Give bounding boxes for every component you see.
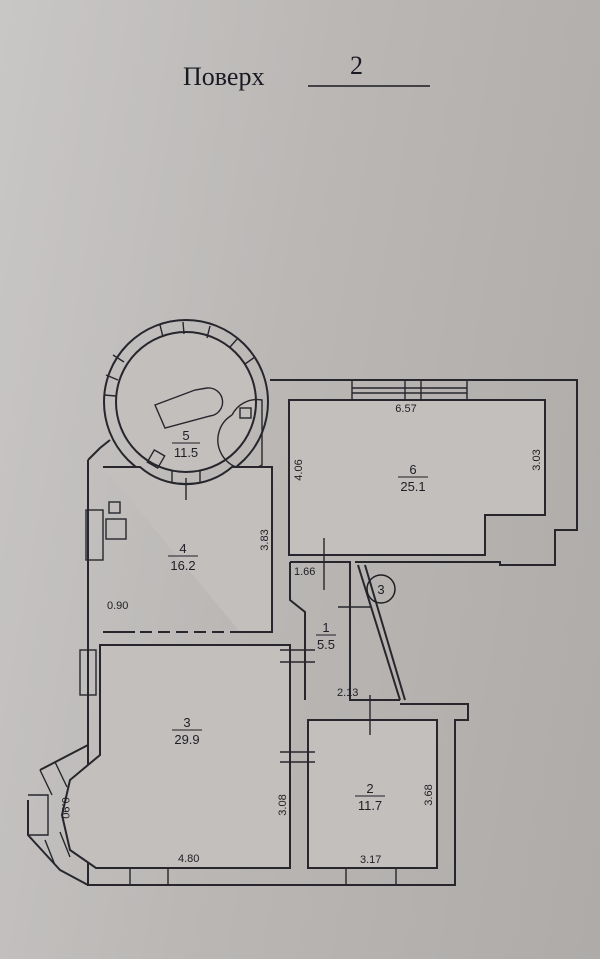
room6-window [351, 379, 468, 401]
room-1 [289, 561, 406, 701]
bay-windows [28, 761, 71, 866]
sink-icon [239, 407, 252, 419]
svg-text:5.5: 5.5 [317, 637, 335, 652]
room-label-3: 3 29.9 [172, 715, 202, 747]
svg-text:3.83: 3.83 [259, 529, 271, 550]
room3-window-bottom [129, 867, 169, 886]
svg-text:0.90: 0.90 [59, 797, 71, 818]
svg-text:3.68: 3.68 [423, 784, 435, 805]
svg-text:4.80: 4.80 [178, 853, 199, 865]
svg-text:2: 2 [366, 781, 373, 796]
svg-text:3.03: 3.03 [531, 449, 543, 470]
bathtub-icon [154, 387, 224, 429]
room-label-5: 5 11.5 [172, 428, 200, 460]
svg-text:0.90: 0.90 [107, 600, 128, 612]
room-4 [103, 466, 273, 633]
svg-text:6: 6 [409, 462, 416, 477]
room2-window [345, 867, 397, 886]
svg-text:3.17: 3.17 [360, 854, 381, 866]
svg-text:4: 4 [179, 541, 186, 556]
svg-text:5: 5 [182, 428, 189, 443]
svg-text:29.9: 29.9 [174, 732, 199, 747]
dimensions: 6.57 4.06 3.03 3.83 0.90 1.66 2.13 4.80 … [59, 403, 543, 866]
svg-text:6.57: 6.57 [395, 403, 416, 415]
tower-windows [103, 321, 256, 482]
stove-icon [105, 518, 127, 540]
room4-window [85, 509, 104, 561]
svg-text:16.2: 16.2 [170, 558, 195, 573]
floor-label: Поверх [183, 62, 264, 91]
svg-text:3.08: 3.08 [277, 794, 289, 815]
svg-text:3: 3 [183, 715, 190, 730]
svg-text:25.1: 25.1 [400, 479, 425, 494]
room-3 [60, 644, 291, 869]
svg-text:11.7: 11.7 [358, 798, 382, 813]
fridge-icon [108, 501, 121, 514]
room-label-2: 2 11.7 [355, 781, 385, 813]
room-label-6: 6 25.1 [398, 462, 428, 494]
svg-text:11.5: 11.5 [174, 445, 198, 460]
room-2 [307, 719, 438, 869]
svg-text:2.13: 2.13 [337, 687, 358, 699]
section-marker-label: 3 [377, 582, 384, 597]
svg-text:4.06: 4.06 [293, 459, 305, 480]
room-label-1: 1 5.5 [316, 620, 336, 652]
door-marks [185, 478, 372, 763]
tower-inner-wall [115, 331, 257, 473]
room3-window-left [79, 649, 97, 696]
toilet-icon [146, 448, 166, 470]
section-marker [366, 574, 396, 604]
svg-text:1: 1 [322, 620, 329, 635]
floor-number: 2 [350, 51, 363, 80]
room-label-4: 4 16.2 [168, 541, 198, 573]
svg-text:1.66: 1.66 [294, 566, 315, 578]
bay-wall [27, 744, 89, 886]
